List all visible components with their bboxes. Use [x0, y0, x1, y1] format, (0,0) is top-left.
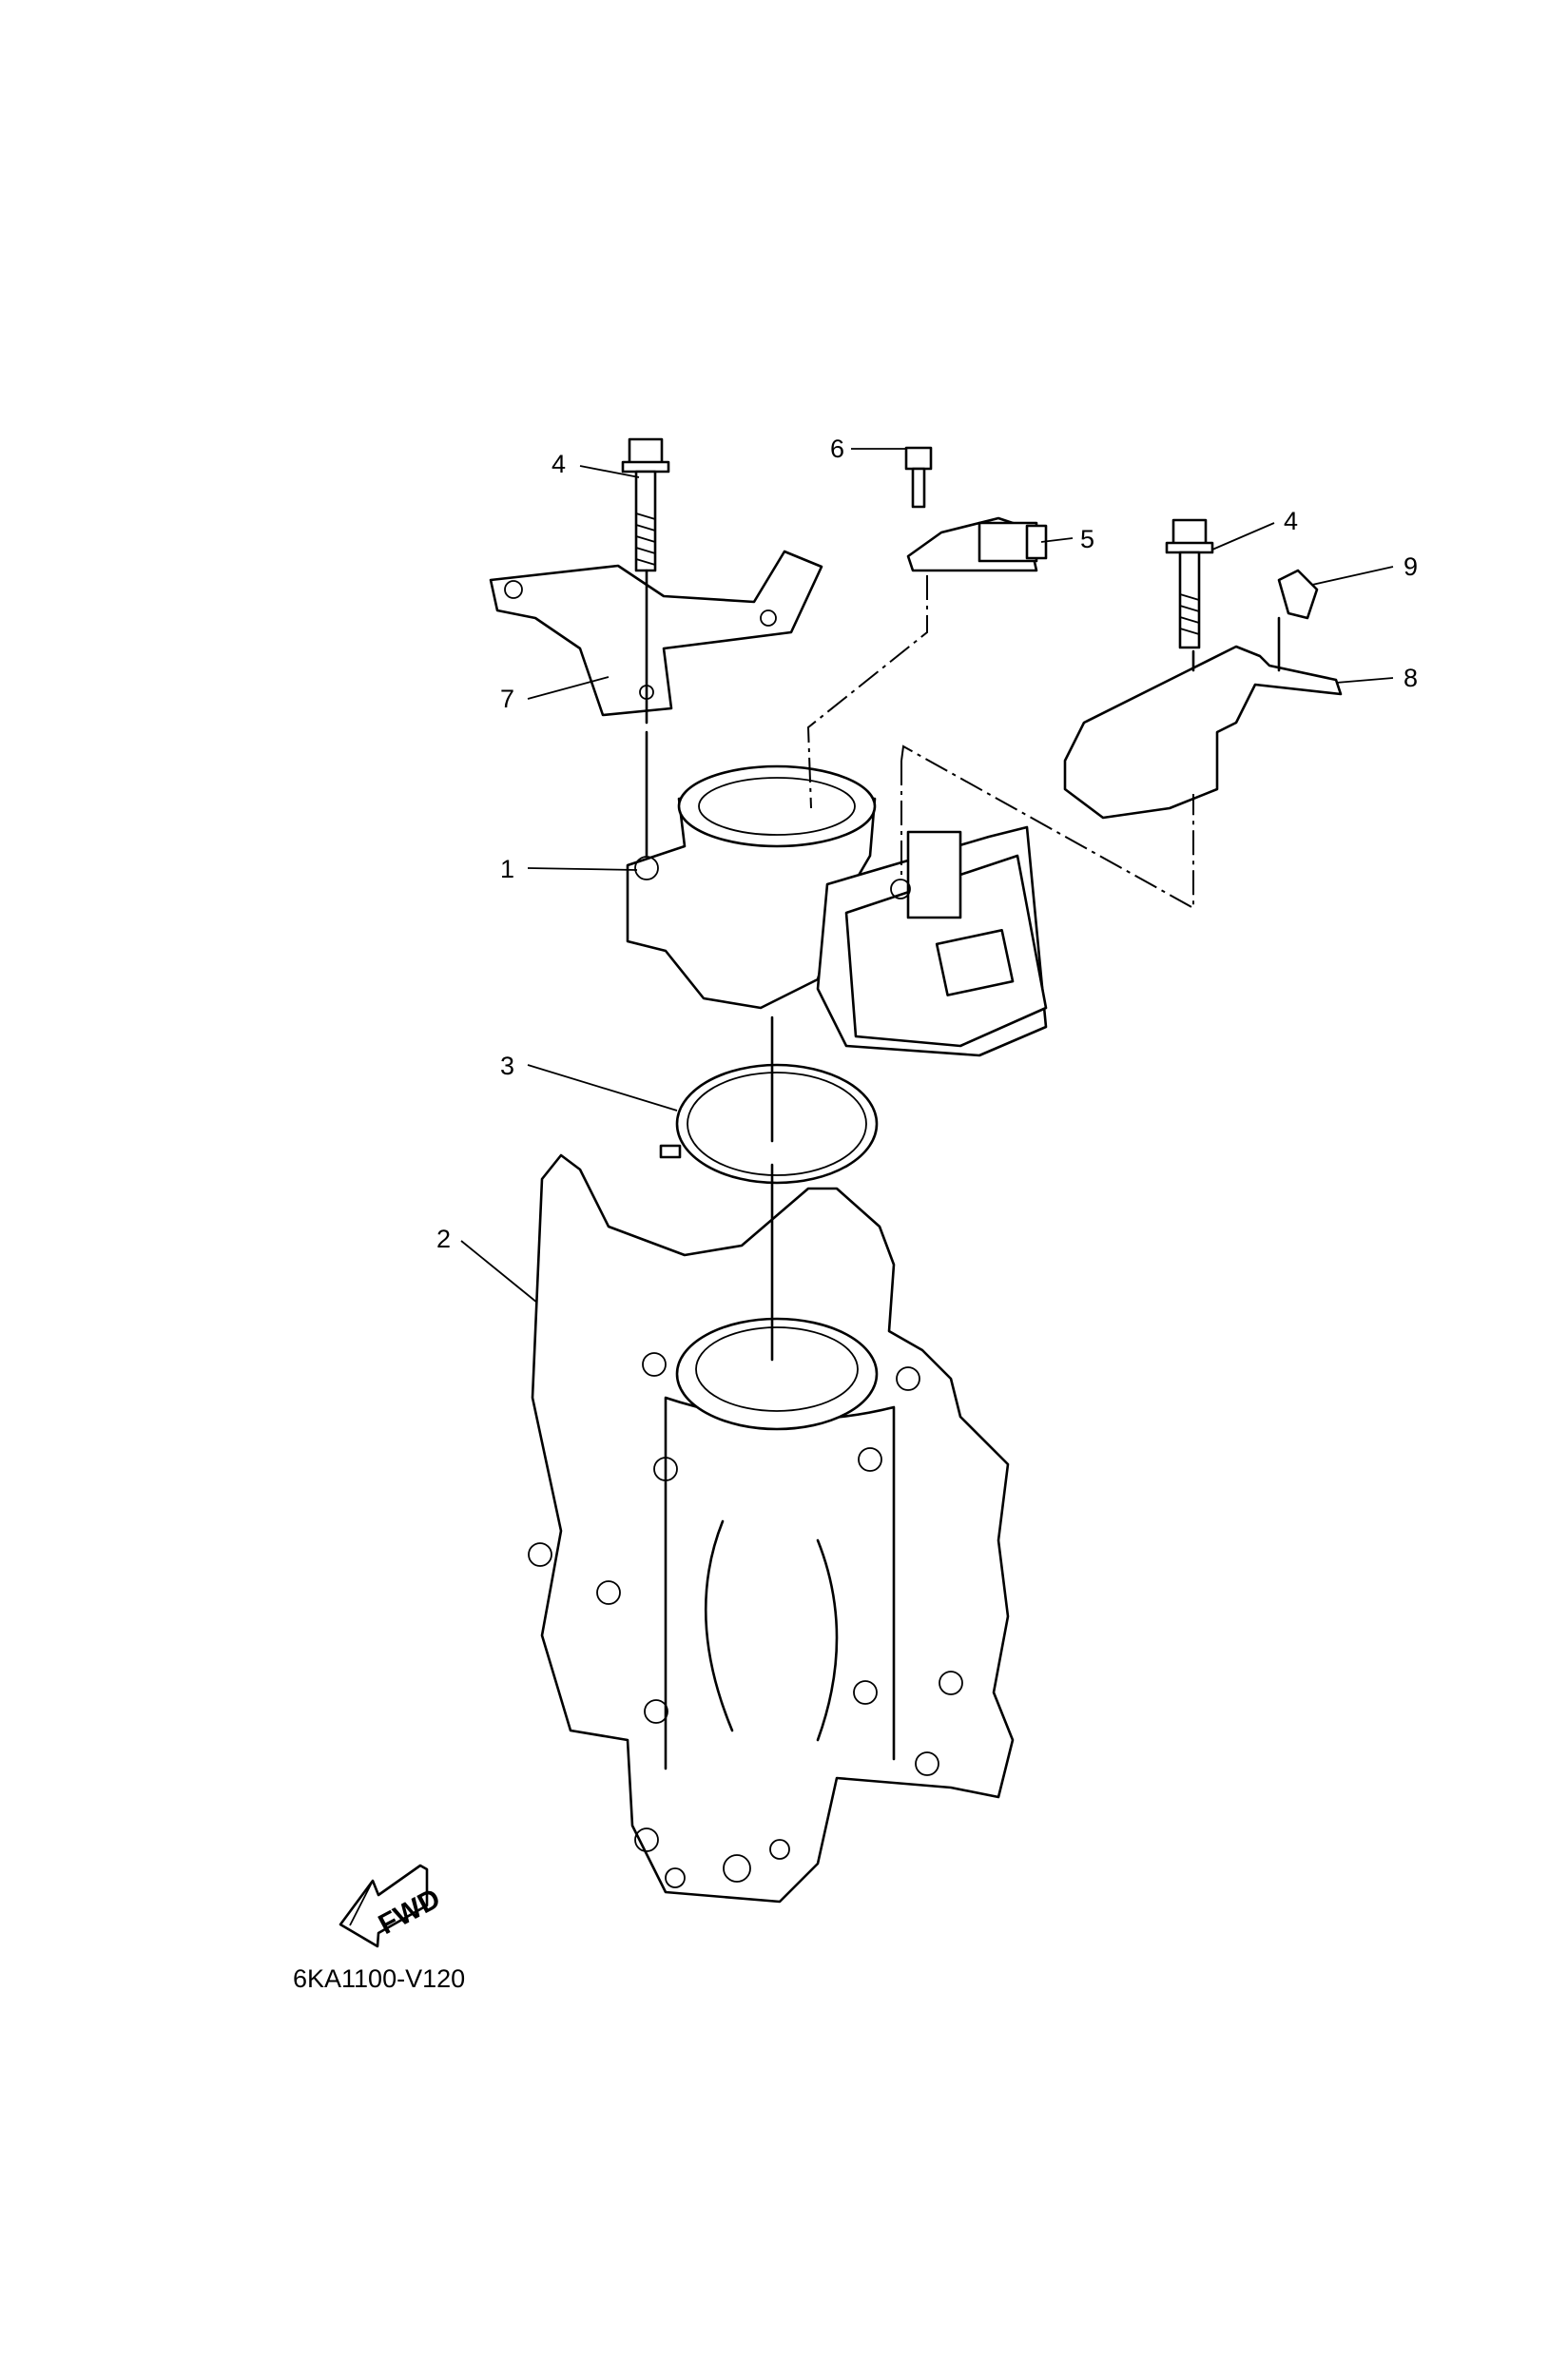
- part-label-1: 1: [500, 855, 514, 883]
- bolt-right: [1165, 518, 1214, 649]
- part-label-6: 6: [830, 435, 844, 463]
- fwd-arrow-icon: FWD: [339, 1864, 446, 1948]
- manifold-2: [528, 1153, 1015, 1904]
- bracket-7: [489, 550, 823, 717]
- bolt-left: [621, 437, 670, 572]
- bracket-8: [1063, 645, 1343, 820]
- part-label-7: 7: [500, 685, 514, 713]
- part-label-3: 3: [500, 1052, 514, 1080]
- part-label-4-right: 4: [1284, 507, 1298, 535]
- part-label-8: 8: [1403, 664, 1418, 692]
- part-label-9: 9: [1403, 552, 1418, 581]
- leader-lines: [460, 448, 1394, 1304]
- part-label-2: 2: [436, 1225, 451, 1253]
- assembly-lines: [645, 569, 1281, 1362]
- part-label-4-left: 4: [552, 450, 566, 478]
- sensor-5: [904, 446, 1048, 572]
- diagram-code: 6KA1100-V120: [293, 1964, 465, 1993]
- part-label-5: 5: [1080, 525, 1094, 553]
- clip-9: [1277, 569, 1319, 620]
- o-ring-3: [659, 1063, 879, 1185]
- throttle-body-1: [626, 764, 1048, 1057]
